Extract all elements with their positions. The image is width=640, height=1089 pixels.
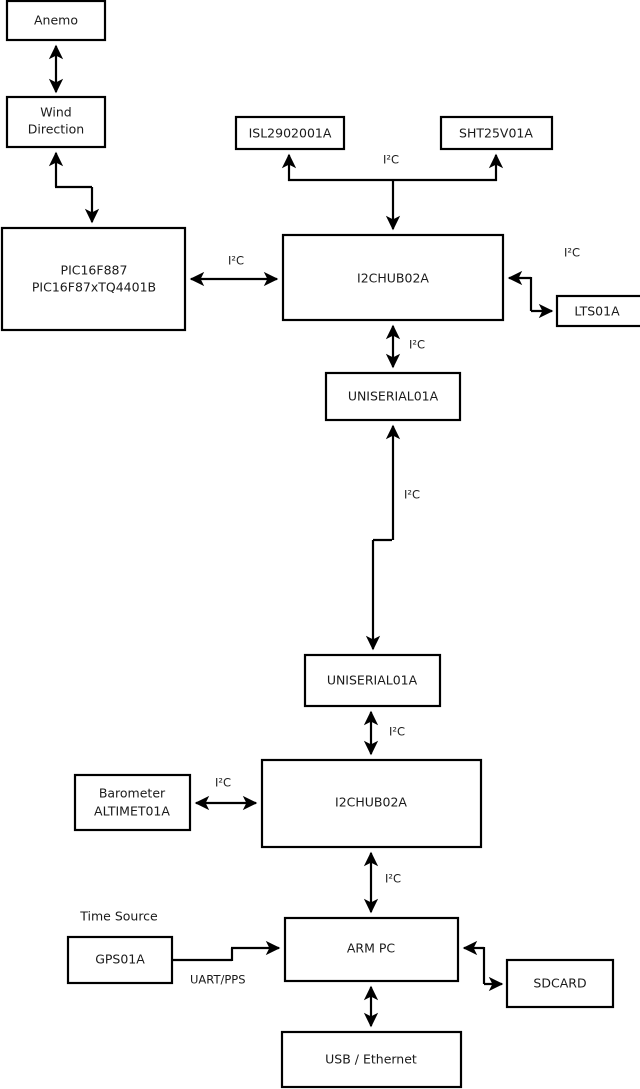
node-gps01a-label: GPS01A <box>95 952 145 967</box>
node-pic-mcu-label-line1: PIC16F887 <box>61 263 128 278</box>
node-sht25v01a-label: SHT25V01A <box>459 126 533 141</box>
node-barometer-label-line1: Barometer <box>99 786 166 801</box>
node-isl2902001a[interactable]: ISL2902001A <box>234 115 346 151</box>
node-uniserial01a-bottom-label: UNISERIAL01A <box>327 673 418 688</box>
node-usb-ethernet-box[interactable] <box>280 1030 463 1089</box>
node-uniserial01a-top-label: UNISERIAL01A <box>348 389 439 404</box>
label-time-source: Time Source <box>79 909 158 924</box>
node-wind-direction-label-line2: Direction <box>28 122 84 137</box>
edge-label-uart-pps: UART/PPS <box>190 973 246 987</box>
node-lts01a-label: LTS01A <box>574 304 620 319</box>
edge-label-i2c-pic-hub: I²C <box>228 254 244 268</box>
node-pic-mcu-label-line2: PIC16F87xTQ4401B <box>32 280 156 295</box>
node-usb-ethernet-label: USB / Ethernet <box>325 1052 417 1067</box>
node-i2chub02a-top[interactable]: I2CHUB02A <box>281 233 505 322</box>
node-i2chub02a-top-box[interactable] <box>281 233 505 322</box>
node-anemo-box[interactable] <box>5 0 107 42</box>
node-pic-mcu-box[interactable] <box>0 226 187 332</box>
node-wind-direction[interactable]: Wind Direction <box>5 95 107 149</box>
node-i2chub02a-bottom-label: I2CHUB02A <box>335 795 407 810</box>
edge-label-i2c-hub-lts: I²C <box>564 246 580 260</box>
edge-hubtop-lts <box>507 270 554 319</box>
node-sht25v01a-box[interactable] <box>439 115 554 151</box>
node-sdcard-label: SDCARD <box>533 976 586 991</box>
node-pic-mcu[interactable]: PIC16F887 PIC16F87xTQ4401B <box>0 226 187 332</box>
free-labels-layer: Time Source <box>79 909 158 924</box>
node-wind-direction-box[interactable] <box>5 95 107 149</box>
node-anemo[interactable]: Anemo <box>5 0 107 42</box>
node-barometer-box[interactable] <box>73 773 192 832</box>
node-arm-pc-box[interactable] <box>283 916 460 983</box>
node-lts01a-box[interactable] <box>555 294 640 328</box>
node-sdcard[interactable]: SDCARD <box>505 958 615 1009</box>
edge-hubtop-sensors <box>281 153 504 231</box>
node-i2chub02a-top-label: I2CHUB02A <box>357 271 429 286</box>
edge-labels-layer: I²C I²C I²C I²C I²C I²C I²C I²C UART/PPS <box>190 153 580 987</box>
node-sht25v01a[interactable]: SHT25V01A <box>439 115 554 151</box>
node-arm-pc[interactable]: ARM PC <box>283 916 460 983</box>
node-anemo-label: Anemo <box>34 13 78 28</box>
node-sdcard-box[interactable] <box>505 958 615 1009</box>
edge-armpc-sdcard <box>462 940 504 992</box>
edge-label-i2c-uniserial-hub-bottom: I²C <box>389 725 405 739</box>
node-barometer-label-line2: ALTIMET01A <box>94 804 170 819</box>
node-arm-pc-label: ARM PC <box>347 941 396 956</box>
node-lts01a[interactable]: LTS01A <box>555 294 640 328</box>
node-uniserial01a-top-box[interactable] <box>324 371 462 422</box>
edge-label-i2c-barometer-hub: I²C <box>215 776 231 790</box>
edge-wind-pic <box>48 151 100 224</box>
node-barometer[interactable]: Barometer ALTIMET01A <box>73 773 192 832</box>
node-i2chub02a-bottom[interactable]: I2CHUB02A <box>260 758 483 849</box>
node-gps01a[interactable]: GPS01A <box>66 935 174 985</box>
edge-label-i2c-hub-uniserial-top: I²C <box>409 338 425 352</box>
node-wind-direction-label-line1: Wind <box>40 105 71 120</box>
node-isl2902001a-label: ISL2902001A <box>249 126 332 141</box>
edge-unitop-unibot <box>365 424 401 651</box>
edge-label-i2c-hub-armpc: I²C <box>385 872 401 886</box>
node-uniserial01a-bottom[interactable]: UNISERIAL01A <box>303 653 442 708</box>
edges-layer <box>48 44 554 1028</box>
node-i2chub02a-bottom-box[interactable] <box>260 758 483 849</box>
edge-label-i2c-sensors-bus: I²C <box>383 153 399 167</box>
node-uniserial01a-bottom-box[interactable] <box>303 653 442 708</box>
node-isl2902001a-box[interactable] <box>234 115 346 151</box>
edge-label-i2c-uniserial-link: I²C <box>404 488 420 502</box>
node-gps01a-box[interactable] <box>66 935 174 985</box>
node-uniserial01a-top[interactable]: UNISERIAL01A <box>324 371 462 422</box>
node-usb-ethernet[interactable]: USB / Ethernet <box>280 1030 463 1089</box>
edge-gps-armpc <box>172 940 281 962</box>
